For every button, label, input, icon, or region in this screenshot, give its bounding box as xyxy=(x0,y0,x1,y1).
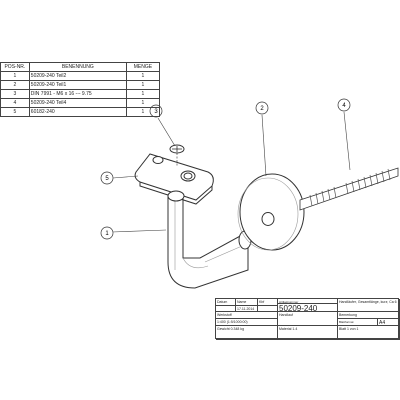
row-name: 50209-240 Teil1 xyxy=(28,80,127,90)
description: Handläufer, Gesamtlänge, kurz; Ca 6 xyxy=(338,299,400,312)
format: A4 xyxy=(378,319,400,326)
svg-text:1: 1 xyxy=(105,231,109,237)
table-row: 5 60182-240 1 xyxy=(0,107,161,117)
sheet: Blatt 1 von 1 xyxy=(338,326,400,340)
bemerkung-label: Bemerkung xyxy=(338,312,400,319)
part-3-screw xyxy=(169,144,185,166)
row-name: 50209-240 Teil4 xyxy=(28,98,127,108)
table-row: 4 50209-240 Teil4 1 xyxy=(0,98,161,108)
header-qty: MENGE xyxy=(125,62,161,72)
datum-label: Datum xyxy=(216,299,236,306)
row-pos: 5 xyxy=(0,107,30,117)
table-header-row: POS-NR. BENENNUNG MENGE xyxy=(0,62,161,72)
leader-lines xyxy=(111,111,351,233)
material: Material 1.4 xyxy=(278,326,338,340)
row-pos: 4 xyxy=(0,98,30,108)
row-qty: 1 xyxy=(125,89,161,99)
row-qty: 1 xyxy=(125,98,161,108)
drawing-no-label: Artikelnummer xyxy=(278,299,338,304)
parts-list-table: POS-NR. BENENNUNG MENGE 1 50209-240 Teil… xyxy=(0,62,161,117)
table-row: 3 DIN 7991 - M6 x 16 --- 9.75 1 xyxy=(0,89,161,99)
row-pos: 1 xyxy=(0,71,30,81)
row-name: 50209-240 Teil2 xyxy=(28,71,127,81)
header-pos: POS-NR. xyxy=(0,62,30,72)
row-pos: 3 xyxy=(0,89,30,99)
row-name: DIN 7991 - M6 x 16 --- 9.75 xyxy=(28,89,127,99)
datum-value: 17.11.2014 xyxy=(236,306,258,312)
balloon-5: 5 xyxy=(100,171,114,185)
part-2-disc xyxy=(237,173,305,251)
part-5-plate xyxy=(134,153,214,205)
svg-text:2: 2 xyxy=(260,106,264,112)
balloon-1: 1 xyxy=(100,226,114,240)
name-label: Name xyxy=(236,299,258,306)
format-label: Blattformat xyxy=(338,319,378,326)
gewicht: Gewicht 0.348 kg xyxy=(216,326,278,340)
werkstoff-label: Werkstoff xyxy=(216,312,278,319)
part-4-bolt xyxy=(299,167,399,211)
scale: 1:400 (1:5/1000:00) xyxy=(216,319,278,326)
svg-text:5: 5 xyxy=(105,176,109,182)
title-block: Datum Name Kbf 17.11.2014 Artikelnummer … xyxy=(215,298,400,340)
balloon-2: 2 xyxy=(255,101,269,115)
table-row: 1 50209-240 Teil2 1 xyxy=(0,71,161,81)
row-qty: 1 xyxy=(125,71,161,81)
empty-cell xyxy=(258,306,278,312)
row-name: 60182-240 xyxy=(28,107,127,117)
row-qty: 1 xyxy=(125,107,161,117)
table-row: 2 50209-240 Teil1 1 xyxy=(0,80,161,90)
datum-value-blank xyxy=(216,306,236,312)
svg-text:4: 4 xyxy=(342,103,346,109)
name-value: Kbf xyxy=(258,299,278,306)
benennung-label: Handlauf xyxy=(278,312,338,326)
row-pos: 2 xyxy=(0,80,30,90)
drawing-number: 50209-240 xyxy=(278,303,338,312)
balloon-4: 4 xyxy=(337,98,351,112)
header-name: BENENNUNG xyxy=(28,62,127,72)
row-qty: 1 xyxy=(125,80,161,90)
